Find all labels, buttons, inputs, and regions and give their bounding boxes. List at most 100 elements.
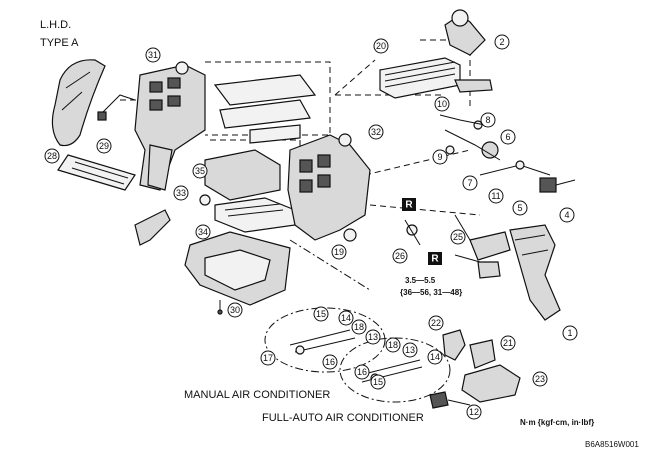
callout-9-text: 9 bbox=[437, 152, 442, 162]
callout-30-text: 30 bbox=[230, 305, 240, 315]
callout-7 bbox=[462, 175, 478, 191]
manual-ac-group bbox=[264, 307, 386, 373]
callout-5 bbox=[512, 200, 528, 216]
part-23-unit bbox=[461, 364, 521, 403]
label-full-auto-ac: FULL-AUTO AIR CONDITIONER bbox=[262, 412, 424, 424]
callout-28 bbox=[44, 148, 60, 164]
callout-29-text: 29 bbox=[99, 141, 109, 151]
label-manual-ac: MANUAL AIR CONDITIONER bbox=[184, 389, 330, 401]
callout-6 bbox=[500, 129, 516, 145]
callout-9 bbox=[432, 149, 448, 165]
part-9-link bbox=[445, 145, 455, 155]
callout-6-text: 6 bbox=[505, 132, 510, 142]
callout-14a bbox=[338, 310, 354, 326]
callout-13a-text: 13 bbox=[368, 332, 378, 342]
callout-4 bbox=[559, 207, 575, 223]
callouts: 2 20 31 10 8 6 32 9 7 11 5 4 29 28 35 33 bbox=[44, 34, 578, 420]
callout-15a bbox=[313, 306, 329, 322]
part-19-clip bbox=[343, 228, 357, 242]
replace-mark-2 bbox=[428, 252, 442, 265]
callout-1 bbox=[562, 325, 578, 341]
callout-11-text: 11 bbox=[491, 191, 500, 201]
callout-12 bbox=[466, 404, 482, 420]
callout-26 bbox=[392, 248, 408, 264]
callout-18a-text: 18 bbox=[354, 322, 364, 332]
callout-18b-text: 18 bbox=[388, 340, 398, 350]
callout-25 bbox=[450, 229, 466, 245]
part-28-duct bbox=[51, 59, 106, 147]
callout-15b-text: 15 bbox=[373, 377, 383, 387]
callout-17 bbox=[260, 350, 276, 366]
part-5-screw bbox=[515, 160, 525, 170]
evaporator-frame bbox=[213, 74, 317, 106]
part-35-core bbox=[204, 149, 281, 201]
header-type: TYPE A bbox=[40, 37, 79, 49]
callout-23-text: 23 bbox=[535, 374, 545, 384]
callout-1-text: 1 bbox=[567, 328, 572, 338]
callout-29 bbox=[96, 138, 112, 154]
filter-grille bbox=[57, 154, 136, 191]
callout-20 bbox=[373, 38, 389, 54]
torque-alt: {36—56, 31—48} bbox=[400, 288, 462, 297]
callout-33-text: 33 bbox=[176, 188, 186, 198]
replace-mark-1 bbox=[402, 198, 416, 211]
callout-22-text: 22 bbox=[431, 318, 441, 328]
callout-8-text: 8 bbox=[485, 115, 490, 125]
part-6-actuator bbox=[481, 141, 499, 159]
callout-30 bbox=[227, 302, 243, 318]
header-lhd: L.H.D. bbox=[40, 19, 71, 31]
callout-32-text: 32 bbox=[371, 127, 381, 137]
callout-19-text: 19 bbox=[334, 247, 344, 257]
part-4-servo bbox=[539, 177, 557, 193]
part-21-motor bbox=[469, 339, 496, 369]
callout-31-text: 31 bbox=[148, 50, 158, 60]
callout-16b bbox=[354, 364, 370, 380]
part-34-tray bbox=[214, 197, 296, 233]
callout-21 bbox=[500, 335, 516, 351]
callout-13b-text: 13 bbox=[405, 345, 415, 355]
callout-18a bbox=[351, 319, 367, 335]
callout-20-text: 20 bbox=[376, 41, 386, 51]
part-29-harness bbox=[99, 94, 136, 116]
callout-35-text: 35 bbox=[195, 166, 205, 176]
callout-14b-text: 14 bbox=[430, 352, 440, 362]
part-12-module bbox=[429, 391, 449, 409]
callout-32 bbox=[368, 124, 384, 140]
replace-mark-text-1: R bbox=[405, 200, 413, 211]
part-1-duct bbox=[509, 224, 561, 321]
callout-5-text: 5 bbox=[517, 203, 522, 213]
callout-13b bbox=[402, 342, 418, 358]
figure-code: B6A8516W001 bbox=[585, 440, 639, 449]
callout-8 bbox=[480, 112, 496, 128]
callout-10-text: 10 bbox=[437, 99, 447, 109]
callout-11 bbox=[488, 188, 504, 204]
callout-33 bbox=[173, 185, 189, 201]
callout-12-text: 12 bbox=[469, 407, 479, 417]
callout-13a bbox=[365, 329, 381, 345]
callout-21-text: 21 bbox=[503, 338, 513, 348]
part-25-bracket bbox=[469, 231, 511, 261]
callout-10 bbox=[434, 96, 450, 112]
callout-16b-text: 16 bbox=[357, 367, 367, 377]
torque-value: 3.5—5.5 bbox=[405, 276, 436, 285]
callout-17-text: 17 bbox=[263, 353, 273, 363]
callout-16a-text: 16 bbox=[325, 357, 335, 367]
callout-14b bbox=[427, 349, 443, 365]
callout-22 bbox=[428, 315, 444, 331]
callout-7-text: 7 bbox=[467, 178, 472, 188]
callout-14a-text: 14 bbox=[341, 313, 351, 323]
callout-25-text: 25 bbox=[453, 232, 463, 242]
callout-26-text: 26 bbox=[395, 251, 405, 261]
part-33-screw bbox=[199, 194, 211, 206]
bracket-left bbox=[134, 209, 171, 246]
callout-35 bbox=[192, 163, 208, 179]
callout-19 bbox=[331, 244, 347, 260]
callout-34-text: 34 bbox=[198, 227, 208, 237]
replace-mark-text-2: R bbox=[431, 254, 439, 265]
part-8-rod bbox=[473, 120, 483, 130]
callout-2-text: 2 bbox=[499, 37, 504, 47]
units-label: N·m {kgf·cm, in·lbf} bbox=[520, 418, 594, 427]
callout-15a-text: 15 bbox=[316, 309, 326, 319]
